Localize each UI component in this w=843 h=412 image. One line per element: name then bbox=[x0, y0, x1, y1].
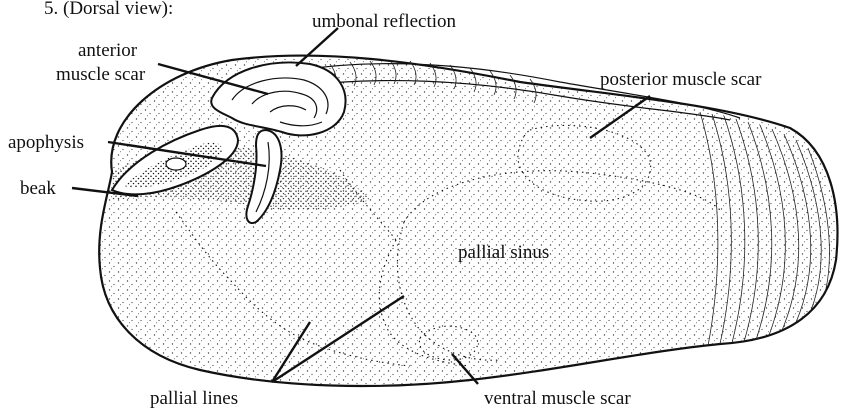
header-fragment: 5. (Dorsal view): bbox=[44, 0, 173, 19]
label-pallial-sinus: pallial sinus bbox=[458, 242, 549, 263]
label-umbonal-reflection: umbonal reflection bbox=[312, 11, 457, 32]
label-ventral-muscle-scar: ventral muscle scar bbox=[484, 388, 631, 409]
label-beak: beak bbox=[20, 178, 56, 199]
label-anterior-line1: anterior bbox=[78, 40, 138, 61]
shell-stippling bbox=[90, 50, 843, 400]
label-apophysis: apophysis bbox=[8, 132, 84, 153]
label-anterior-line2: muscle scar bbox=[56, 64, 146, 85]
label-posterior-muscle-scar: posterior muscle scar bbox=[600, 69, 762, 90]
label-pallial-lines: pallial lines bbox=[150, 388, 238, 409]
